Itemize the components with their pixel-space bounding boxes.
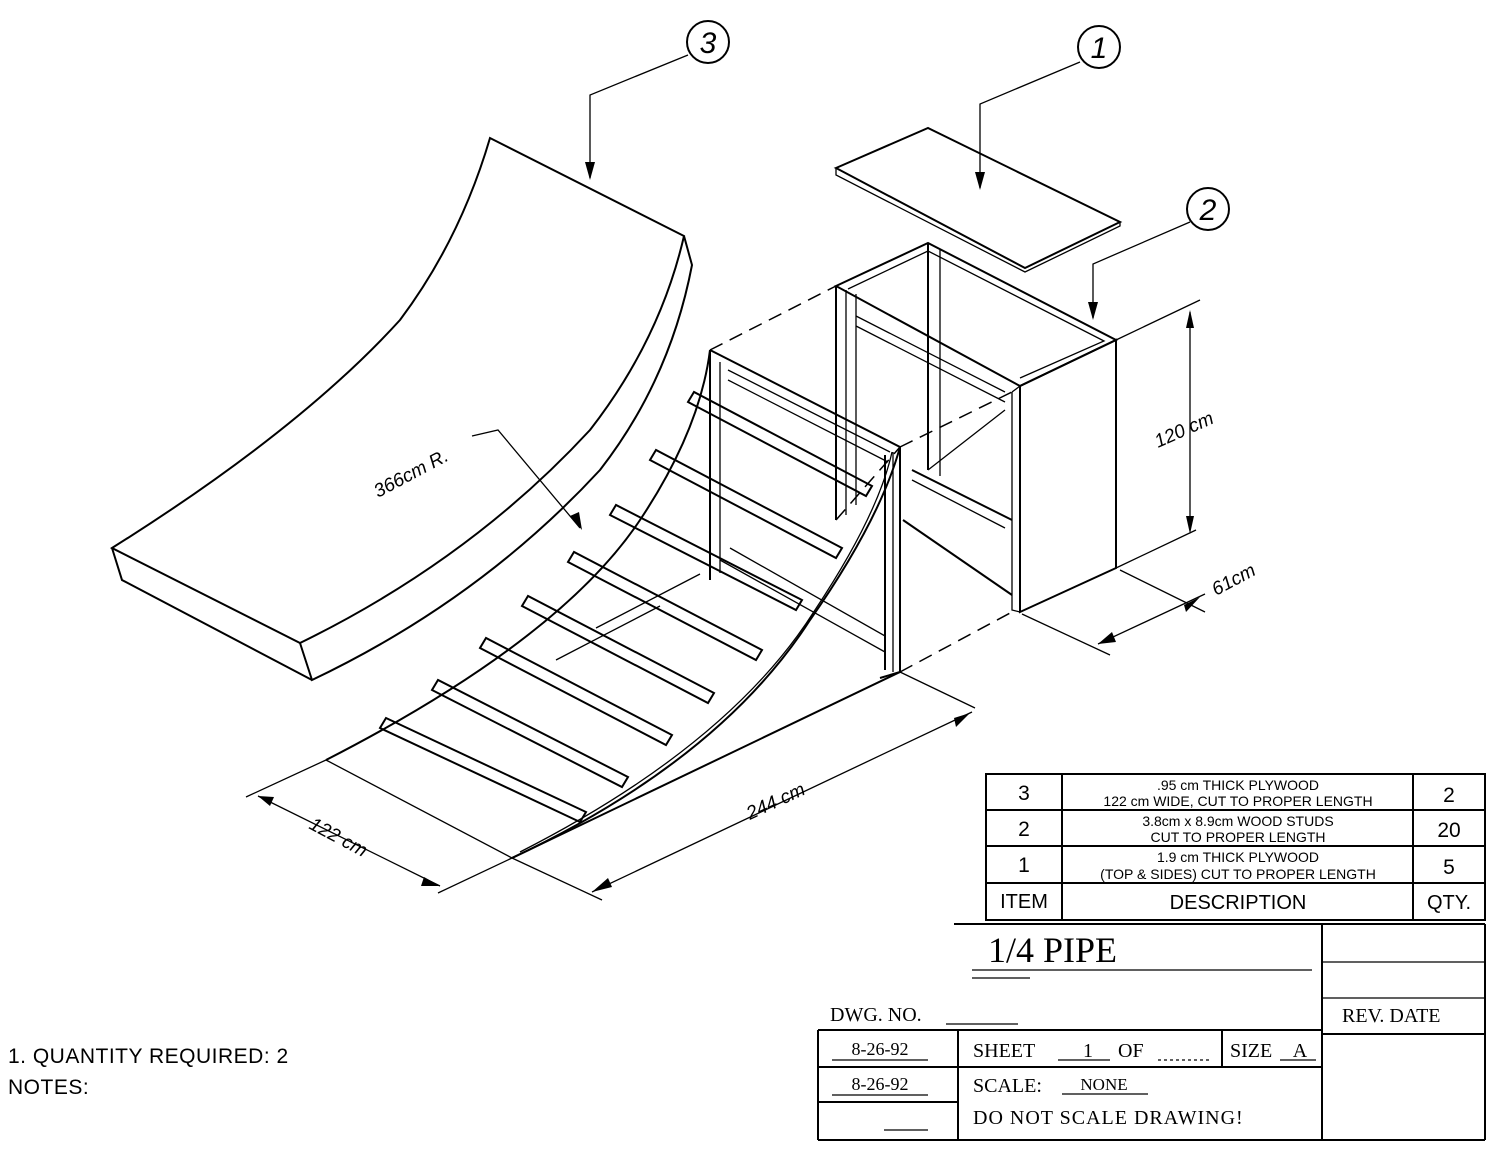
dwg-no-label: DWG. NO.	[830, 1004, 922, 1026]
height-dim-text: 120 cm	[1151, 408, 1216, 453]
bom-header-description: DESCRIPTION	[1170, 892, 1307, 914]
curved-plywood-sheets	[109, 136, 694, 682]
size-label: SIZE	[1230, 1040, 1272, 1062]
notes-header: NOTES:	[8, 1076, 90, 1099]
callout-balloon-2: 2	[1186, 187, 1230, 231]
dimension-lines	[245, 299, 1206, 901]
title-block: 1/4 PIPE DWG. NO. REV. DATE 8-26-92 8-26…	[817, 923, 1486, 1141]
sheet-label: SHEET	[973, 1040, 1035, 1062]
depth-dim-text: 61cm	[1208, 560, 1259, 600]
bom-item: 3	[1018, 782, 1030, 805]
size-value: A	[1293, 1040, 1308, 1062]
length-dim-text: 244 cm	[742, 779, 808, 825]
scale-label: SCALE:	[973, 1075, 1042, 1097]
scale-value: NONE	[1080, 1075, 1127, 1094]
rev-date-label: REV. DATE	[1342, 1005, 1441, 1027]
bom-qty: 2	[1443, 784, 1455, 807]
callout-2-label: 2	[1199, 194, 1217, 227]
bom-qty: 20	[1437, 819, 1460, 842]
bom-item: 2	[1018, 818, 1030, 841]
scale-warning: DO NOT SCALE DRAWING!	[973, 1107, 1244, 1129]
callout-3-label: 3	[700, 27, 717, 60]
note-quantity: 1. QUANTITY REQUIRED: 2	[8, 1045, 289, 1068]
bom-item: 1	[1018, 854, 1030, 877]
assembly-lines	[709, 285, 1013, 673]
bom-desc-line1: 1.9 cm THICK PLYWOOD	[1157, 849, 1319, 865]
callout-1-label: 1	[1091, 32, 1108, 65]
radius-dim-text: 366cm R.	[370, 446, 452, 503]
width-dim-text: 122 cm	[306, 814, 371, 862]
bom-desc-line1: 3.8cm x 8.9cm WOOD STUDS	[1142, 813, 1333, 829]
callout-balloon-1: 1	[1077, 25, 1121, 69]
bom-desc-line2: 122 cm WIDE, CUT TO PROPER LENGTH	[1103, 793, 1372, 809]
bom-desc-line1: .95 cm THICK PLYWOOD	[1157, 777, 1319, 793]
date-2: 8-26-92	[852, 1074, 909, 1094]
bom-desc-line2: (TOP & SIDES) CUT TO PROPER LENGTH	[1100, 866, 1376, 882]
bom-table: 3 .95 cm THICK PLYWOOD 122 cm WIDE, CUT …	[985, 773, 1486, 921]
bom-header-qty: QTY.	[1427, 892, 1471, 914]
sheet-value: 1	[1083, 1040, 1093, 1062]
drawing-title: 1/4 PIPE	[988, 930, 1117, 970]
bom-qty: 5	[1443, 856, 1455, 879]
leader-lines	[471, 54, 1191, 530]
bom-desc-line2: CUT TO PROPER LENGTH	[1150, 829, 1325, 845]
date-1: 8-26-92	[852, 1039, 909, 1059]
callout-balloon-3: 3	[686, 20, 730, 64]
of-label: OF	[1118, 1040, 1144, 1062]
ramp-frame	[325, 349, 901, 859]
bom-header-item: ITEM	[1000, 891, 1048, 913]
box-frame	[833, 241, 1119, 614]
